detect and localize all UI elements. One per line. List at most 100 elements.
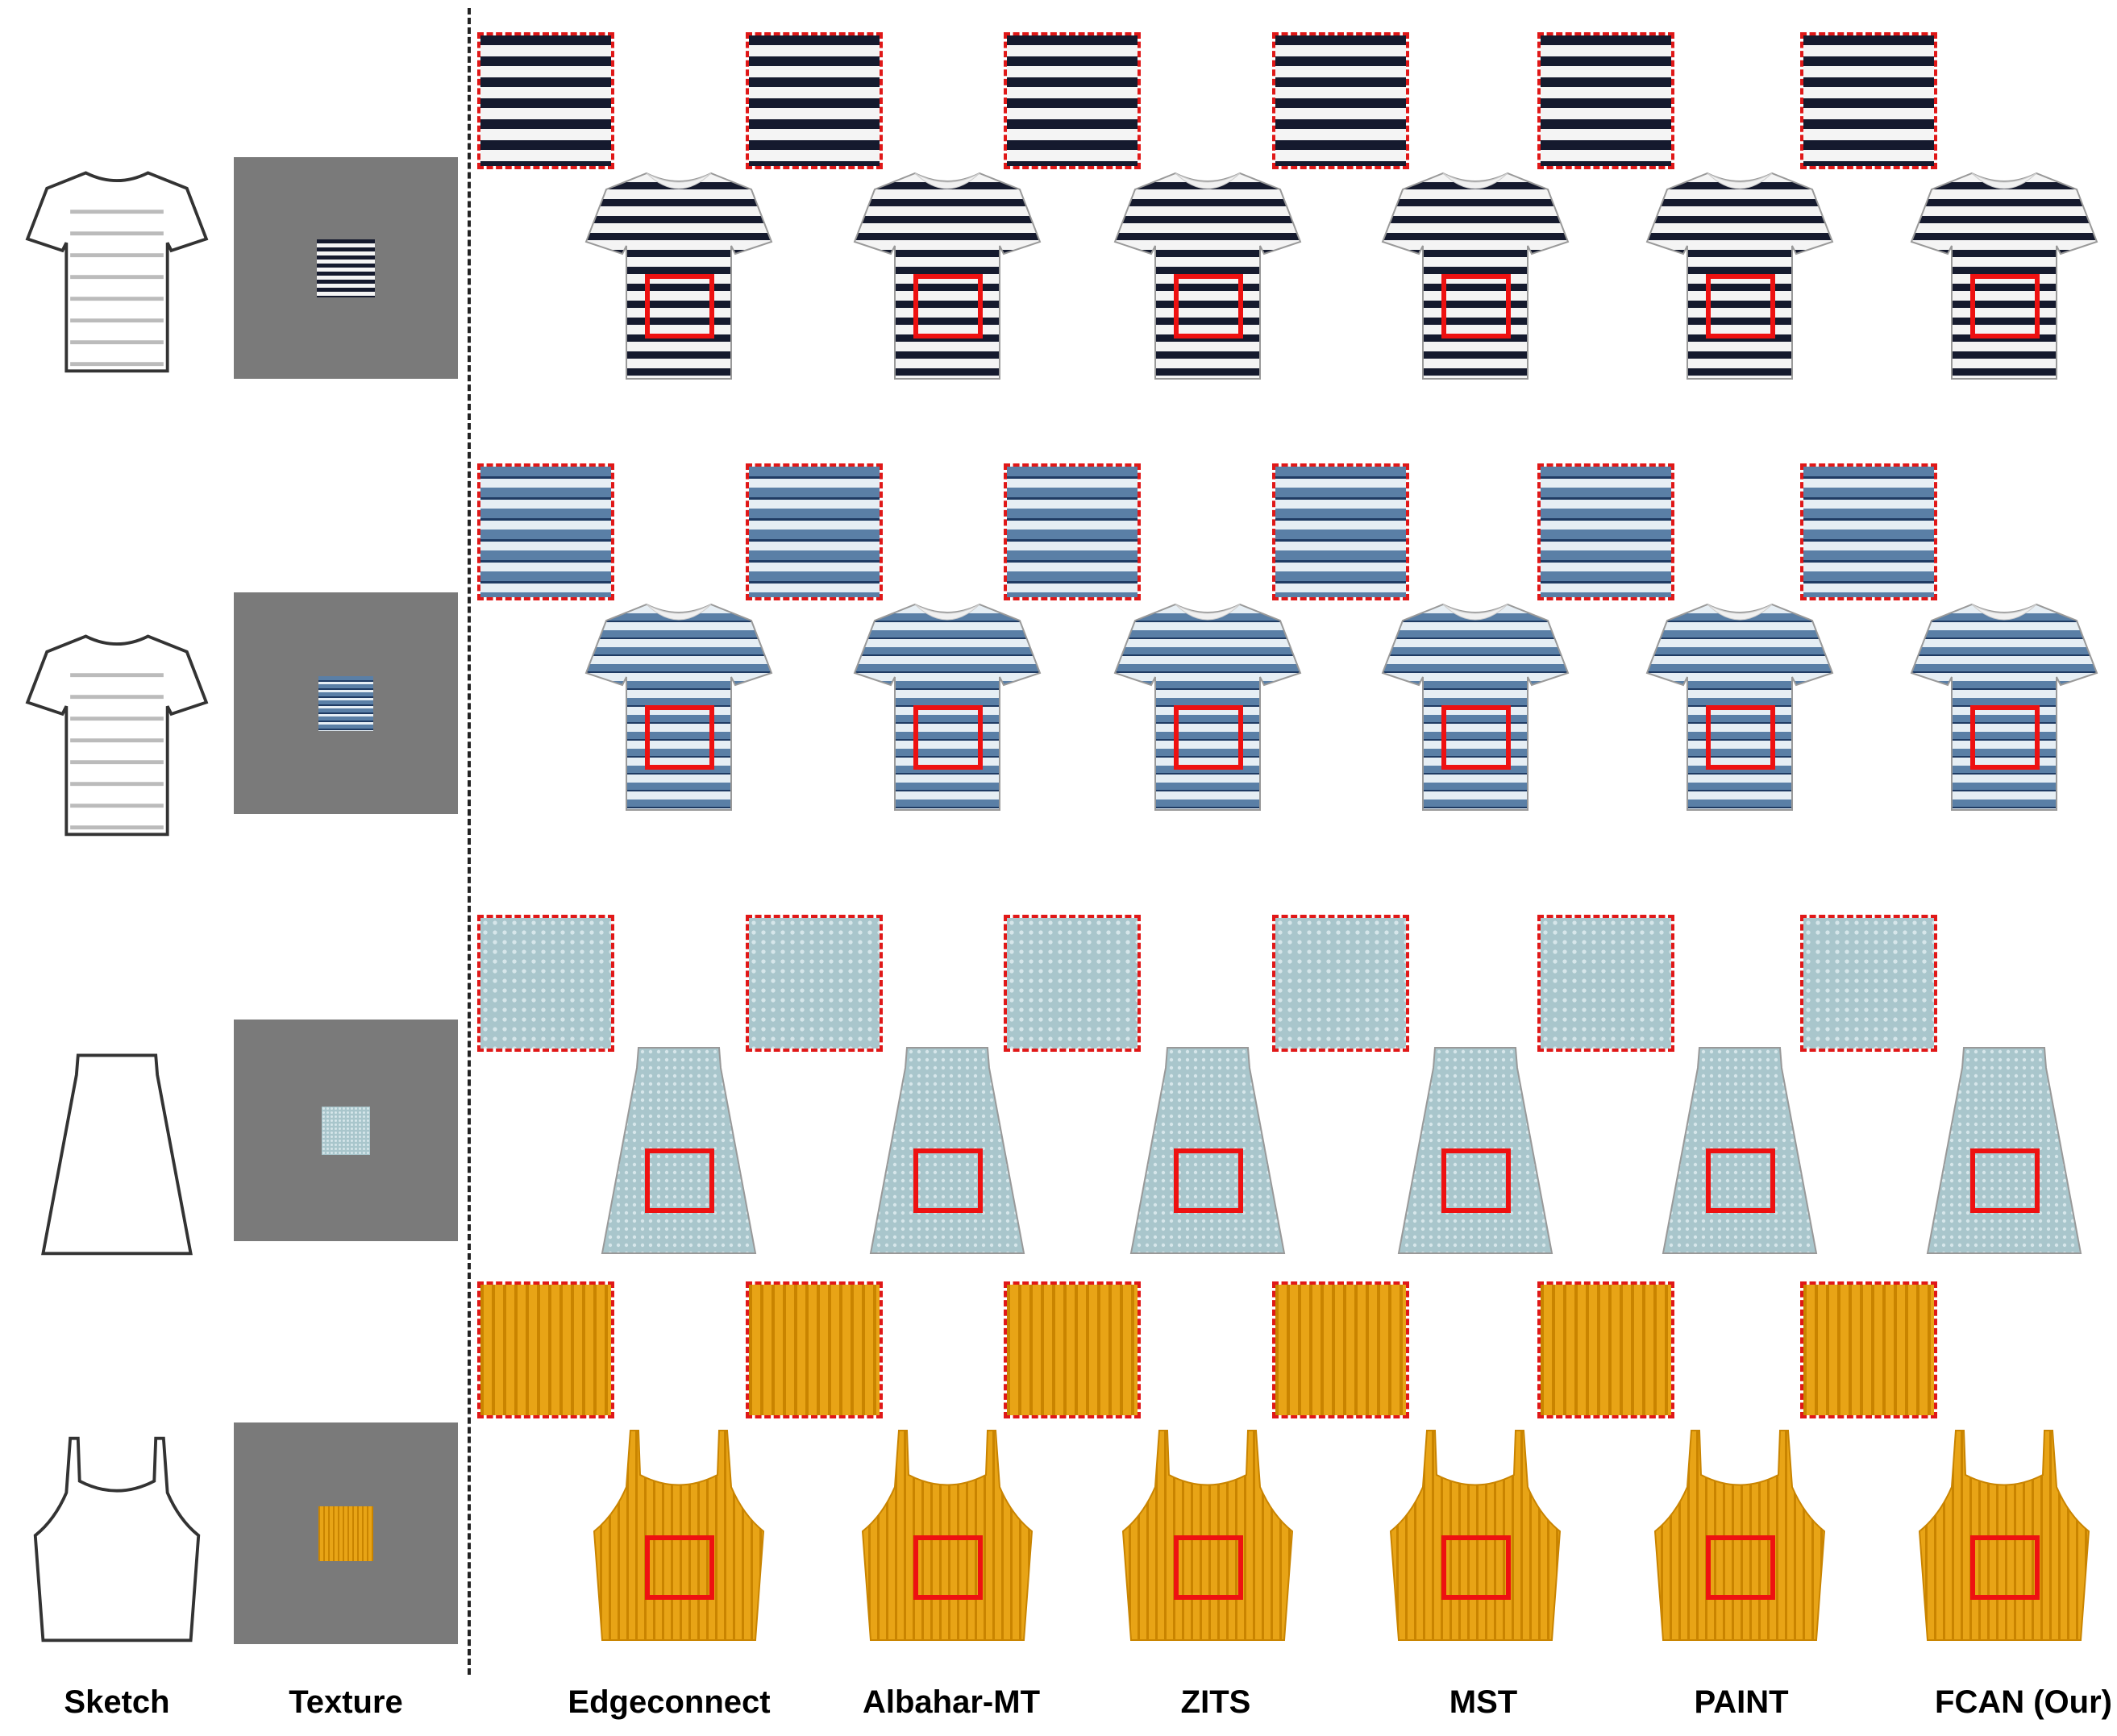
- zoom-swatch-r4-c3: [1007, 1285, 1138, 1415]
- garment-r2-c4: [1379, 596, 1572, 814]
- roi-box-r1-c5: [1706, 274, 1775, 338]
- garment-r4-c5: [1643, 1427, 1836, 1644]
- roi-box-r4-c1: [645, 1535, 714, 1600]
- sketch-4: [8, 1418, 226, 1660]
- texture-3: [234, 1020, 458, 1241]
- zoom-swatch-r2-c1: [480, 467, 611, 597]
- garment-r1-c3: [1111, 165, 1304, 383]
- label-fcan: FCAN (Our): [1935, 1684, 2112, 1720]
- roi-box-r2-c4: [1441, 705, 1511, 770]
- zoom-swatch-r1-c5: [1541, 35, 1671, 166]
- zoom-swatch-r1-c2: [749, 35, 880, 166]
- garment-r2-c2: [851, 596, 1044, 814]
- label-texture: Texture: [289, 1684, 403, 1720]
- zoom-swatch-r4-c6: [1803, 1285, 1934, 1415]
- roi-box-r1-c6: [1970, 274, 2040, 338]
- zoom-crop-r1-c5: [1537, 32, 1674, 169]
- garment-r3-c3: [1111, 1040, 1304, 1257]
- roi-box-r3-c3: [1174, 1148, 1243, 1213]
- zoom-swatch-r3-c2: [749, 918, 880, 1049]
- texture-4: [234, 1422, 458, 1644]
- roi-box-r2-c1: [645, 705, 714, 770]
- label-zits: ZITS: [1180, 1684, 1251, 1720]
- roi-box-r2-c5: [1706, 705, 1775, 770]
- zoom-crop-r1-c3: [1004, 32, 1141, 169]
- texture-swatch-4: [318, 1506, 373, 1561]
- roi-box-r4-c5: [1706, 1535, 1775, 1600]
- zoom-swatch-r2-c3: [1007, 467, 1138, 597]
- zoom-crop-r2-c6: [1800, 463, 1937, 600]
- texture-swatch-3: [322, 1106, 370, 1155]
- garment-r2-c6: [1907, 596, 2101, 814]
- zoom-swatch-r1-c4: [1275, 35, 1406, 166]
- garment-r2-c1: [582, 596, 776, 814]
- garment-r1-c1: [582, 165, 776, 383]
- garment-r3-c6: [1907, 1040, 2101, 1257]
- sketch-outline-2: [25, 634, 209, 837]
- garment-r3-c5: [1643, 1040, 1836, 1257]
- garment-r3-c1: [582, 1040, 776, 1257]
- roi-box-r1-c2: [913, 274, 983, 338]
- zoom-crop-r2-c4: [1272, 463, 1409, 600]
- texture-2: [234, 592, 458, 814]
- label-paint: PAINT: [1694, 1684, 1789, 1720]
- texture-patch-1: [317, 239, 375, 297]
- roi-box-r4-c3: [1174, 1535, 1243, 1600]
- zoom-crop-r3-c4: [1272, 915, 1409, 1052]
- zoom-crop-r1-c1: [477, 32, 614, 169]
- sketch-3: [8, 1032, 226, 1273]
- roi-box-r2-c3: [1174, 705, 1243, 770]
- sketch-outline-3: [41, 1053, 193, 1256]
- zoom-crop-r4-c1: [477, 1281, 614, 1418]
- zoom-crop-r2-c1: [477, 463, 614, 600]
- zoom-swatch-r1-c1: [480, 35, 611, 166]
- texture-patch-4: [318, 1506, 373, 1561]
- zoom-crop-r4-c6: [1800, 1281, 1937, 1418]
- garment-r4-c4: [1379, 1427, 1572, 1644]
- zoom-swatch-r1-c6: [1803, 35, 1934, 166]
- zoom-swatch-r4-c1: [480, 1285, 611, 1415]
- zoom-swatch-r3-c3: [1007, 918, 1138, 1049]
- sketch-1: [8, 149, 226, 391]
- zoom-crop-r2-c2: [746, 463, 883, 600]
- roi-box-r1-c3: [1174, 274, 1243, 338]
- roi-box-r4-c4: [1441, 1535, 1511, 1600]
- roi-box-r1-c1: [645, 274, 714, 338]
- zoom-swatch-r2-c6: [1803, 467, 1934, 597]
- zoom-swatch-r3-c4: [1275, 918, 1406, 1049]
- zoom-crop-r2-c3: [1004, 463, 1141, 600]
- label-mst: MST: [1449, 1684, 1518, 1720]
- sketch-outline-1: [25, 171, 209, 373]
- zoom-swatch-r2-c5: [1541, 467, 1671, 597]
- texture-swatch-1: [317, 239, 375, 297]
- zoom-crop-r3-c6: [1800, 915, 1937, 1052]
- label-albahar-mt: Albahar-MT: [863, 1684, 1040, 1720]
- texture-patch-2: [318, 675, 373, 731]
- roi-box-r3-c5: [1706, 1148, 1775, 1213]
- garment-r4-c6: [1907, 1427, 2101, 1644]
- roi-box-r3-c2: [913, 1148, 983, 1213]
- garment-r1-c6: [1907, 165, 2101, 383]
- zoom-crop-r4-c3: [1004, 1281, 1141, 1418]
- garment-r2-c3: [1111, 596, 1304, 814]
- roi-box-r2-c2: [913, 705, 983, 770]
- garment-r4-c2: [851, 1427, 1044, 1644]
- zoom-crop-r3-c1: [477, 915, 614, 1052]
- zoom-swatch-r4-c2: [749, 1285, 880, 1415]
- garment-r4-c1: [582, 1427, 776, 1644]
- zoom-swatch-r4-c5: [1541, 1285, 1671, 1415]
- zoom-swatch-r3-c1: [480, 918, 611, 1049]
- roi-box-r1-c4: [1441, 274, 1511, 338]
- zoom-crop-r2-c5: [1537, 463, 1674, 600]
- garment-r1-c2: [851, 165, 1044, 383]
- zoom-crop-r1-c6: [1800, 32, 1937, 169]
- garment-r3-c2: [851, 1040, 1044, 1257]
- roi-box-r3-c6: [1970, 1148, 2040, 1213]
- zoom-swatch-r3-c6: [1803, 918, 1934, 1049]
- zoom-swatch-r2-c2: [749, 467, 880, 597]
- zoom-swatch-r2-c4: [1275, 467, 1406, 597]
- zoom-swatch-r4-c4: [1275, 1285, 1406, 1415]
- roi-box-r2-c6: [1970, 705, 2040, 770]
- column-divider: [468, 8, 471, 1675]
- zoom-crop-r4-c2: [746, 1281, 883, 1418]
